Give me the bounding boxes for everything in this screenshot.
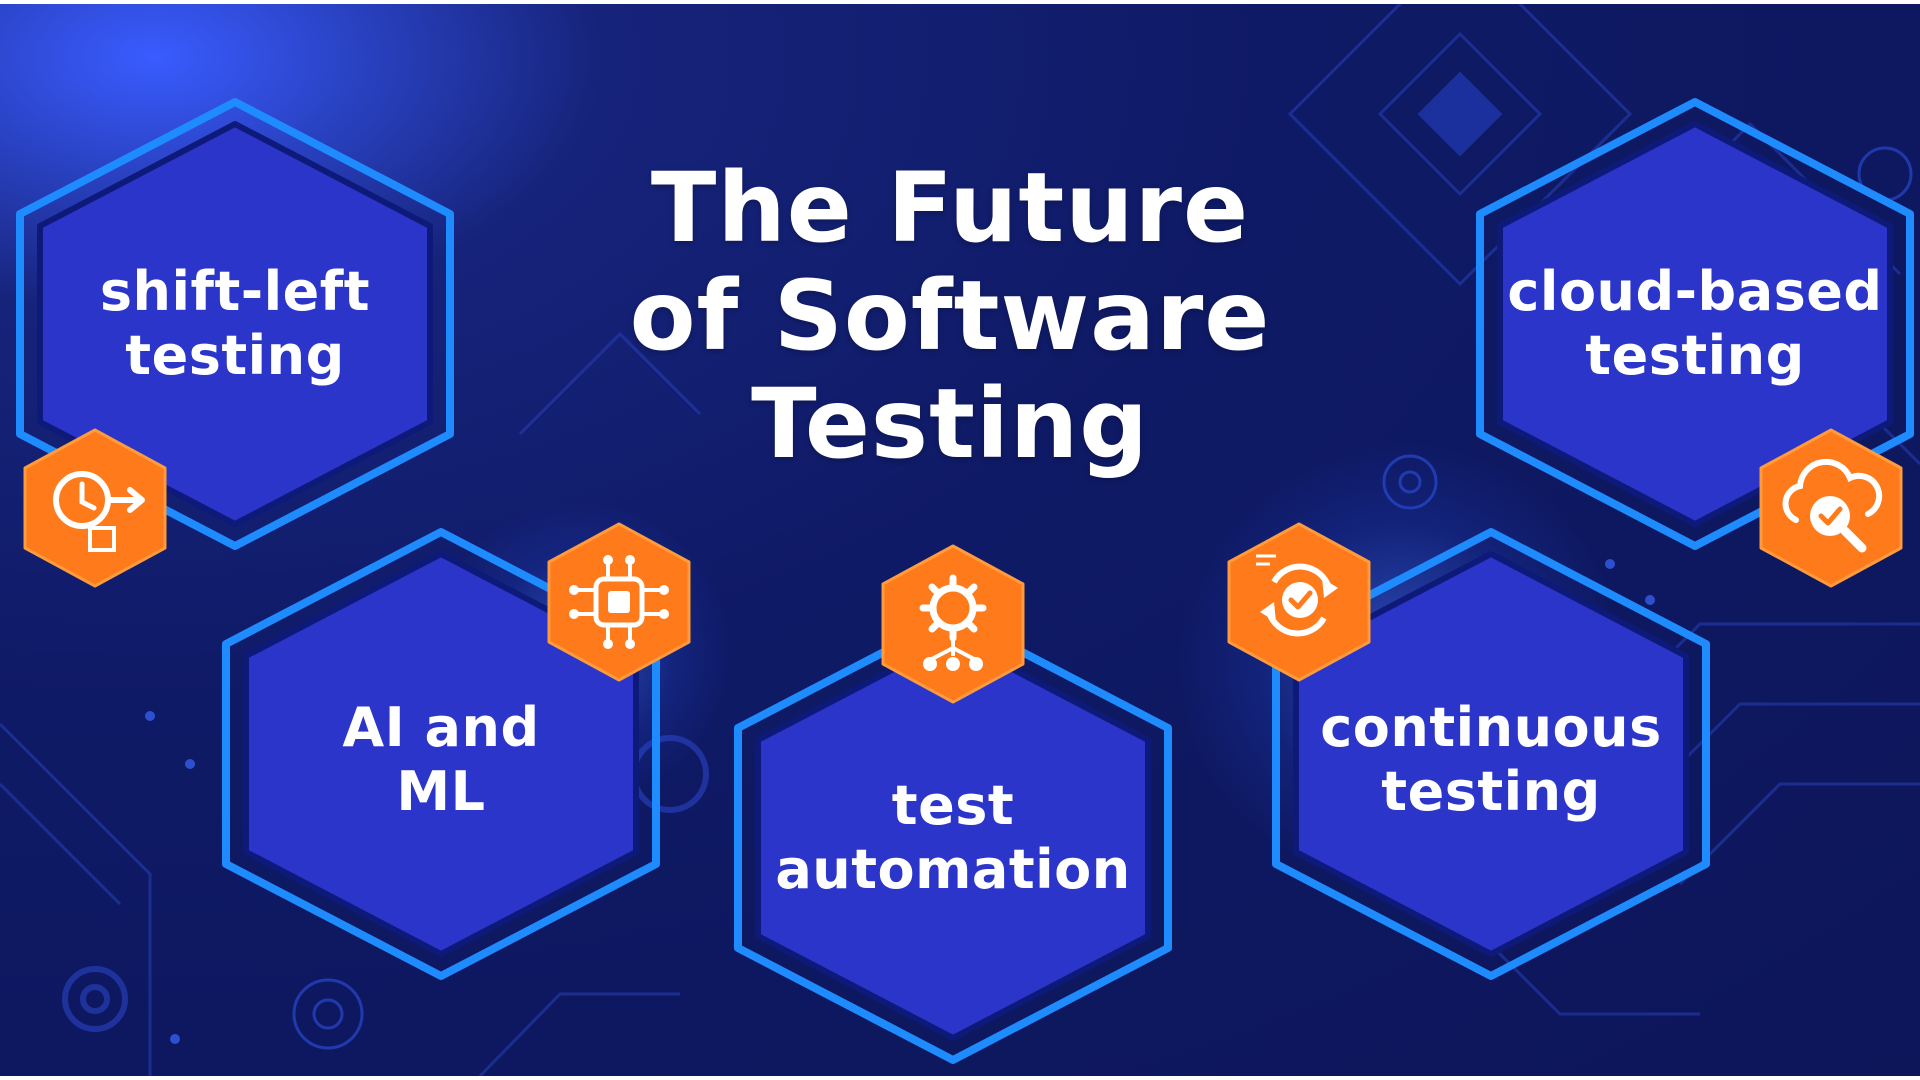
cloud-search-icon — [1756, 428, 1906, 588]
title-line-2: of Software — [629, 260, 1271, 372]
card-label-line-1: continuous — [1320, 696, 1662, 759]
card-label-line-2: testing — [125, 324, 345, 387]
title-line-1: The Future — [650, 152, 1250, 264]
clock-arrow-icon — [20, 428, 170, 588]
card-test-automation: test automation — [728, 608, 1178, 1068]
chip-network-icon — [544, 522, 694, 682]
card-shift-left-testing: shift-left testing — [10, 94, 460, 554]
page-title: The Future of Software Testing — [600, 154, 1300, 478]
hexagon-frame — [1272, 528, 1710, 980]
card-continuous-testing: continuous testing — [1266, 524, 1716, 984]
card-label-line-2: automation — [775, 838, 1131, 901]
card-label-line-1: AI and — [342, 696, 540, 759]
card-label-line-1: cloud-based — [1507, 260, 1883, 323]
hexagon-frame — [1476, 98, 1914, 550]
title-line-3: Testing — [751, 368, 1149, 480]
hexagon-frame — [16, 98, 454, 550]
gear-network-icon — [878, 544, 1028, 704]
card-label-line-2: testing — [1585, 324, 1805, 387]
infographic-canvas: The Future of Software Testing shift-lef… — [0, 4, 1920, 1076]
card-label-line-2: testing — [1381, 760, 1601, 823]
cycle-check-icon — [1224, 522, 1374, 682]
card-label-line-2: ML — [396, 760, 486, 823]
card-cloud-based-testing: cloud-based testing — [1470, 94, 1920, 554]
card-label-line-1: test — [891, 774, 1015, 837]
card-label-line-1: shift-left — [99, 260, 371, 323]
hexagon-frame — [734, 612, 1172, 1064]
